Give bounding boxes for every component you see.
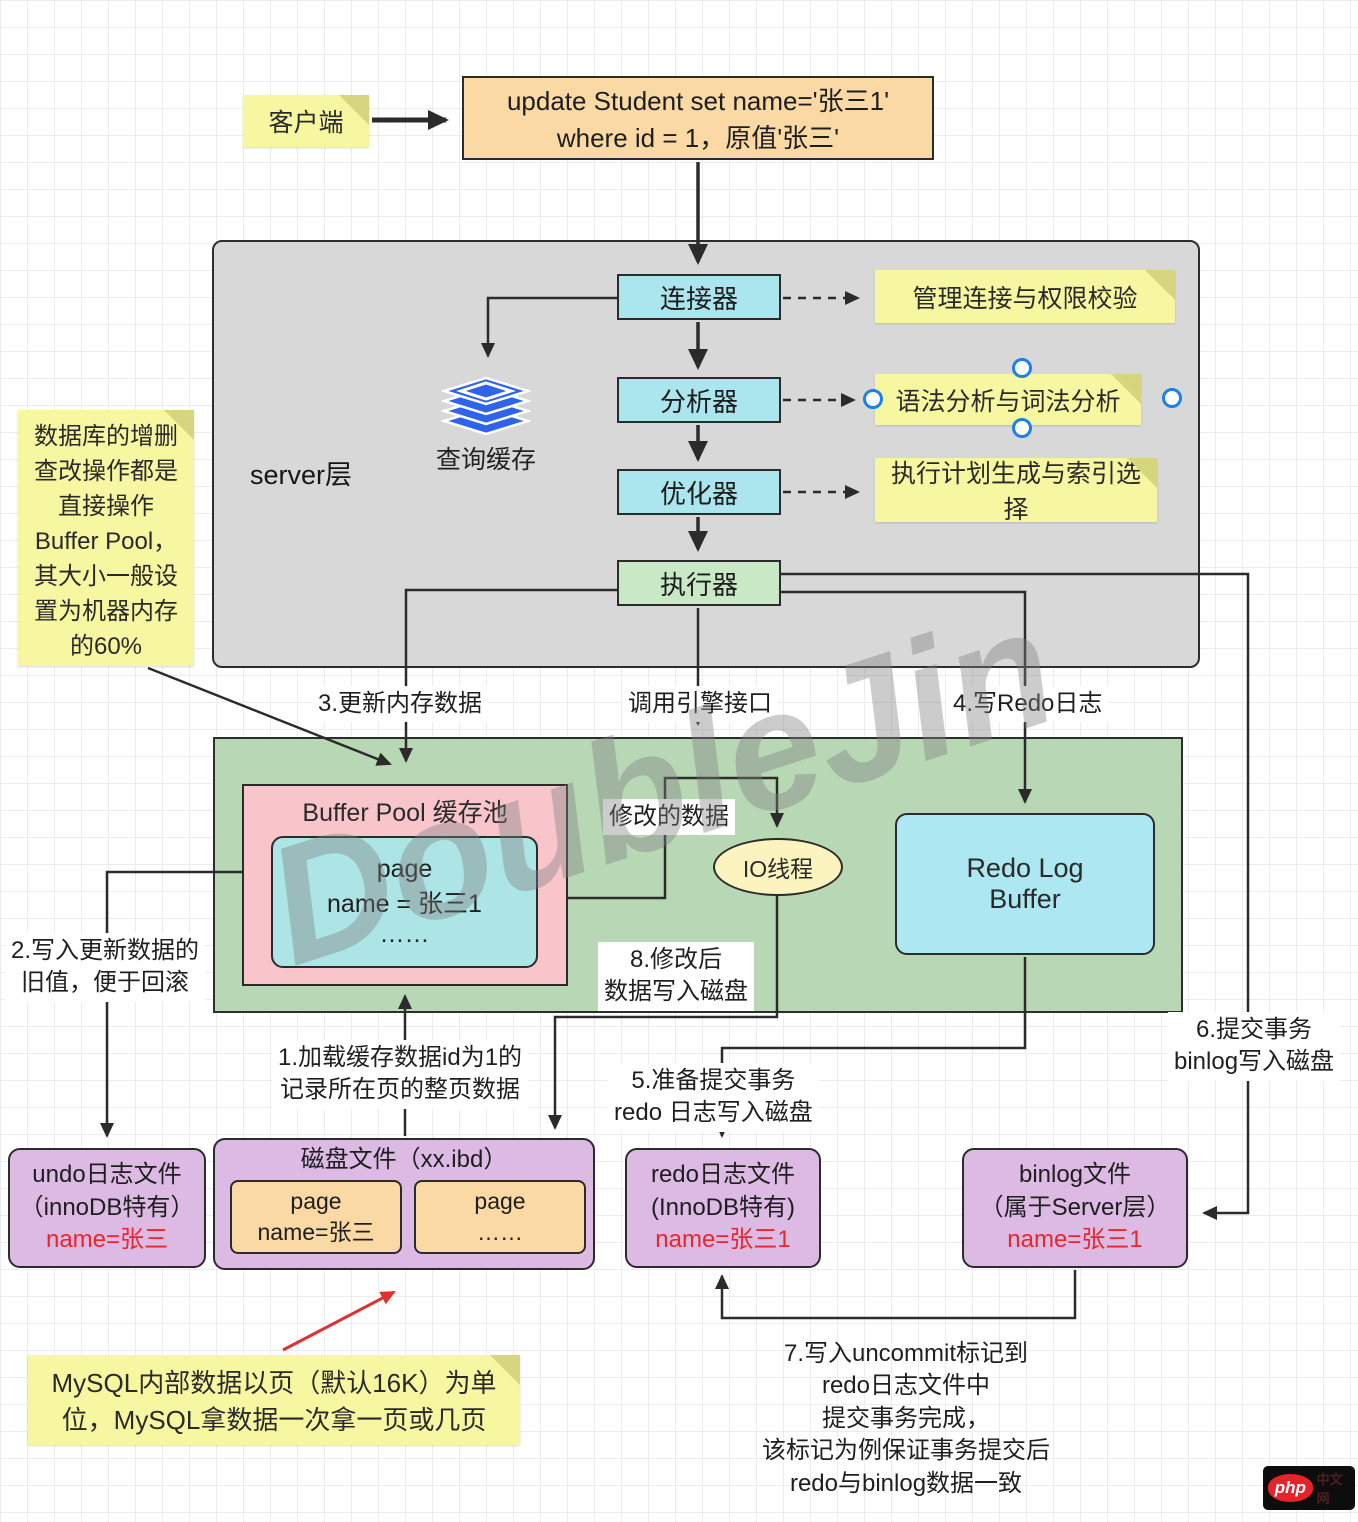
query-cache-label: 查询缓存 [435, 446, 536, 474]
optimizer-note: 执行计划生成与索引选择 [875, 458, 1157, 524]
php-logo: php 中文网 [1263, 1466, 1355, 1510]
sql-statement-box: update Student set name='张三1' where id =… [462, 76, 934, 160]
stage-connector: 连接器 [617, 274, 781, 320]
undo-log-value: name=张三 [45, 1226, 169, 1254]
label-step3: 3.更新内存数据 [312, 686, 489, 723]
arrow-connector-to-querycache [481, 296, 617, 358]
disk-page-2: page …… [414, 1180, 586, 1254]
selection-handle-bottom[interactable] [1012, 418, 1032, 438]
io-thread-ellipse: IO线程 [713, 838, 843, 896]
page-size-note: MySQL内部数据以页（默认16K）为单位，MySQL拿数据一次拿一页或几页 [28, 1355, 520, 1445]
stage-analyzer: 分析器 [617, 377, 781, 423]
memory-page-box: page name = 张三1 …… [271, 836, 538, 968]
undo-log-title: undo日志文件 （innoDB特有） [19, 1161, 195, 1221]
fold-corner [1127, 458, 1157, 488]
label-step4: 4.写Redo日志 [947, 686, 1109, 723]
fold-corner [490, 1355, 520, 1385]
disk-file-box: 磁盘文件（xx.ibd） page name=张三 page …… [213, 1138, 595, 1270]
buffer-pool-note: 数据库的增删查改操作都是直接操作Buffer Pool，其大小一般设置为机器内存… [18, 410, 194, 666]
selection-handle-left[interactable] [863, 389, 883, 409]
selection-handle-top[interactable] [1012, 358, 1032, 378]
selection-handle-right[interactable] [1162, 388, 1182, 408]
stage-executor: 执行器 [617, 560, 781, 606]
fold-corner [339, 95, 369, 125]
client-note: 客户端 [243, 95, 369, 147]
php-logo-suffix: 中文网 [1316, 1472, 1343, 1506]
fold-corner [1111, 374, 1141, 404]
line-executor-to-redobuffer [780, 590, 1032, 804]
query-cache-icon [441, 376, 531, 436]
red-arrow-note-to-diskfile [282, 1290, 396, 1352]
label-step8: 8.修改后 数据写入磁盘 [598, 942, 754, 1011]
label-step6: 6.提交事务 binlog写入磁盘 [1168, 1012, 1341, 1081]
undo-log-file-box: undo日志文件 （innoDB特有） name=张三 [8, 1148, 206, 1268]
line-binlog-to-redofile [715, 1270, 1077, 1320]
line-executor-to-binlog [780, 572, 1250, 1220]
line-bufferpool-to-iothread [568, 776, 784, 900]
line-executor-to-bufferpool [399, 588, 617, 763]
redo-log-file-box: redo日志文件 (InnoDB特有) name=张三1 [625, 1148, 821, 1268]
analyzer-note[interactable]: 语法分析与词法分析 [875, 374, 1141, 425]
disk-file-title: 磁盘文件（xx.ibd） [300, 1145, 508, 1173]
fold-corner [1145, 270, 1175, 300]
disk-page-1: page name=张三 [230, 1180, 402, 1254]
binlog-title: binlog文件 （属于Server层） [979, 1161, 1171, 1221]
line-iothread-to-diskfile [548, 896, 779, 1130]
binlog-file-box: binlog文件 （属于Server层） name=张三1 [962, 1148, 1188, 1268]
label-modified-data: 修改的数据 [603, 799, 735, 836]
label-call-engine: 调用引擎接口 [622, 686, 778, 723]
redo-log-value: name=张三1 [655, 1226, 791, 1254]
binlog-value: name=张三1 [1007, 1226, 1143, 1254]
buffer-pool-title: Buffer Pool 缓存池 [302, 799, 508, 827]
redo-log-title: redo日志文件 (InnoDB特有) [650, 1161, 796, 1221]
server-layer-label: server层 [250, 460, 353, 490]
line-leftnote-to-bufferpool [147, 666, 392, 766]
label-step2: 2.写入更新数据的 旧值，便于回滚 [5, 933, 206, 1002]
fold-corner [164, 410, 194, 440]
label-step5: 5.准备提交事务 redo 日志写入磁盘 [608, 1063, 819, 1132]
line-bufferpool-to-undo [100, 870, 242, 1138]
redo-log-buffer-box: Redo Log Buffer [895, 813, 1155, 955]
label-step7: 7.写入uncommit标记到 redo日志文件中 提交事务完成， 该标记为例保… [762, 1340, 1050, 1497]
stage-optimizer: 优化器 [617, 469, 781, 515]
connector-note: 管理连接与权限校验 [875, 270, 1175, 323]
php-logo-ball: php [1268, 1474, 1313, 1502]
label-step1: 1.加载缓存数据id为1的 记录所在页的整页数据 [272, 1040, 529, 1109]
